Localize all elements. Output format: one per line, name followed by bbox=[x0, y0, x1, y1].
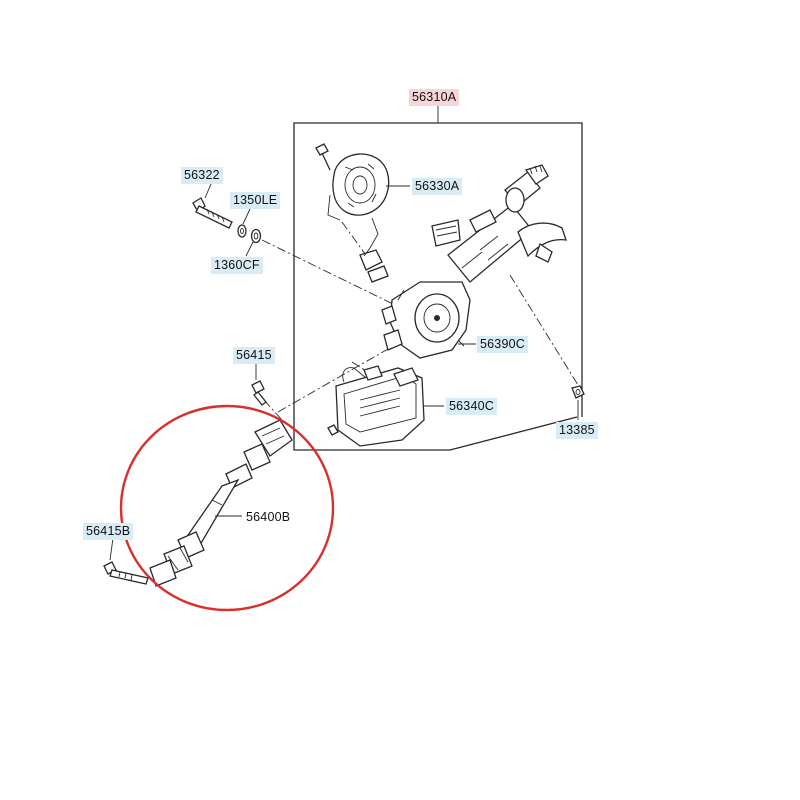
bolt-56415 bbox=[251, 380, 267, 406]
nut-1350le bbox=[237, 224, 247, 238]
bolt-56322 bbox=[192, 197, 233, 229]
nut-13385 bbox=[571, 385, 585, 399]
centerline-nut-13385 bbox=[509, 274, 579, 386]
intermediate-shaft-56400b bbox=[149, 419, 293, 587]
washer-1360cf bbox=[250, 228, 262, 244]
label-56322: 56322 bbox=[181, 167, 223, 184]
centerline-bolt-56322 bbox=[261, 239, 396, 306]
centerline-bolt-56415 bbox=[263, 399, 283, 421]
centerline-column bbox=[277, 344, 396, 413]
callout-circle bbox=[119, 404, 335, 612]
label-1360cf: 1360CF bbox=[211, 257, 263, 274]
upper-steering-column bbox=[431, 164, 567, 283]
ignition-switch-housing bbox=[315, 143, 390, 283]
label-13385: 13385 bbox=[556, 422, 598, 439]
bolt-56415b bbox=[103, 561, 149, 585]
label-56415: 56415 bbox=[233, 347, 275, 364]
label-56340c: 56340C bbox=[446, 398, 497, 415]
label-1350le: 1350LE bbox=[230, 192, 281, 209]
column-motor-56390c bbox=[381, 281, 471, 359]
control-unit-56340c bbox=[327, 365, 425, 447]
label-56400b: 56400B bbox=[246, 510, 291, 524]
assembly-frame bbox=[293, 122, 583, 451]
centerline-control-unit bbox=[351, 361, 369, 373]
label-56330a: 56330A bbox=[412, 178, 463, 195]
centerline-harness bbox=[341, 221, 369, 259]
label-56390c: 56390C bbox=[477, 336, 528, 353]
label-56415b: 56415B bbox=[83, 523, 134, 540]
label-56310a: 56310A bbox=[409, 89, 460, 106]
